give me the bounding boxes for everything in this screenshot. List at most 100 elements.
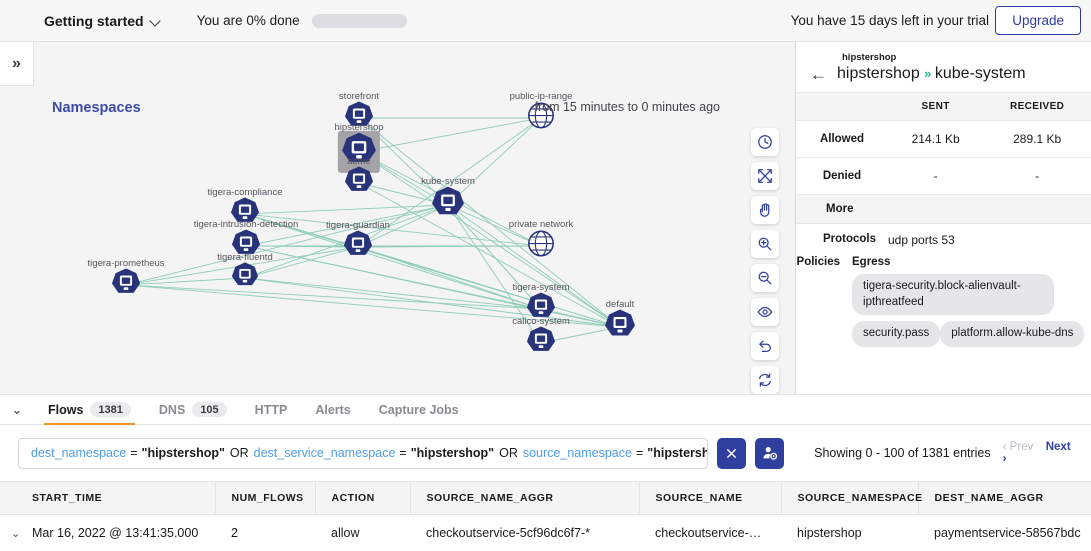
query-token-value: "hipstershop": [141, 446, 225, 460]
flow-direction-icon: »: [924, 66, 931, 81]
back-arrow-icon[interactable]: ←: [810, 64, 827, 84]
graph-node-acme[interactable]: [344, 166, 374, 201]
progress-label: You are 0% done: [196, 13, 300, 28]
graph-node-hipstershop[interactable]: [341, 132, 377, 173]
policies-label: Policies: [796, 256, 841, 268]
graph-node-storefront[interactable]: [344, 101, 374, 136]
top-bar: Getting started You are 0% done You have…: [0, 0, 1091, 42]
row-label-allowed: Allowed: [796, 120, 888, 158]
zoom-out-icon[interactable]: [751, 264, 779, 292]
tab-capture-jobs[interactable]: Capture Jobs: [365, 394, 473, 425]
column-header-start_time[interactable]: START_TIME: [0, 481, 216, 515]
clear-search-button[interactable]: [717, 437, 747, 469]
chevron-down-icon: [151, 16, 161, 26]
query-token-value: "hipstershop": [410, 446, 495, 460]
graph-node-public-ip-range[interactable]: [526, 101, 556, 136]
row-expand-icon[interactable]: ⌄: [11, 528, 21, 540]
graph-node-default[interactable]: [604, 309, 636, 346]
table-header-row: SENT RECEIVED: [796, 92, 1091, 121]
column-header-source_name_aggr[interactable]: SOURCE_NAME_AGGR: [410, 481, 640, 515]
graph-node-tigera-prometheus[interactable]: [111, 268, 141, 303]
table-row: Allowed 214.1 Kb 289.1 Kb: [796, 120, 1091, 158]
tab-label: HTTP: [254, 402, 288, 417]
query-token-or: OR: [499, 446, 518, 460]
clock-icon[interactable]: [751, 128, 779, 156]
expand-icon[interactable]: [751, 162, 779, 190]
graph-title[interactable]: Namespaces: [52, 100, 141, 116]
policy-pill[interactable]: security.pass: [852, 321, 941, 347]
denied-sent: -: [888, 157, 984, 195]
graph-node-private-network[interactable]: [526, 229, 556, 264]
graph-node-tigera-compliance[interactable]: [230, 197, 260, 232]
pan-hand-icon[interactable]: [751, 196, 779, 224]
query-token-field: source_namespace: [522, 446, 632, 460]
results-count: Showing 0 - 100 of 1381 entries: [814, 446, 991, 460]
refresh-icon[interactable]: [751, 366, 779, 394]
trial-status-label: You have 15 days left in your trial: [790, 13, 989, 28]
query-token-value: "hipstershop": [647, 446, 707, 460]
column-header-dest_name_aggr[interactable]: DEST_NAME_AGGR: [918, 481, 1091, 515]
cell-num_flows: 2: [215, 514, 315, 551]
service-graph-pane[interactable]: Namespaces from 15 minutes to 0 minutes …: [0, 42, 796, 394]
tab-label: DNS: [158, 402, 186, 417]
column-header-source_namespace[interactable]: SOURCE_NAMESPACE: [781, 481, 922, 515]
graph-node-calico-system[interactable]: [526, 326, 556, 361]
query-token-field: dest_namespace: [31, 446, 127, 460]
detail-header: hipstershop ← hipstershop » kube-system: [796, 42, 1091, 92]
tab-label: Flows: [48, 402, 84, 417]
traffic-summary-table: SENT RECEIVED Allowed 214.1 Kb 289.1 Kb …: [796, 92, 1091, 224]
upgrade-button[interactable]: Upgrade: [995, 6, 1081, 35]
eye-icon[interactable]: [751, 298, 779, 326]
query-token-or: OR: [229, 446, 249, 460]
col-received: RECEIVED: [983, 92, 1091, 121]
cell-start_time: ⌄Mar 16, 2022 @ 13:41:35.000: [0, 514, 215, 551]
graph-toolbar: [751, 128, 779, 394]
user-settings-icon[interactable]: [755, 437, 785, 469]
cell-source_name: checkoutservice-…: [639, 514, 781, 551]
column-header-num_flows[interactable]: NUM_FLOWS: [215, 481, 316, 515]
policy-pill[interactable]: tigera-security.block-alienvault-ipthrea…: [852, 274, 1055, 316]
column-header-action[interactable]: ACTION: [315, 481, 411, 515]
graph-node-kube-system[interactable]: [431, 186, 465, 225]
column-header-source_name[interactable]: SOURCE_NAME: [639, 481, 782, 515]
graph-node-tigera-system[interactable]: [526, 292, 556, 327]
graph-node-tigera-intrusion-detection[interactable]: [231, 229, 261, 264]
graph-node-tigera-fluentd[interactable]: [231, 262, 259, 295]
next-page-button[interactable]: Next ›: [1002, 441, 1071, 465]
graph-node-tigera-guardian[interactable]: [343, 230, 373, 265]
tab-http[interactable]: HTTP: [241, 394, 302, 425]
more-section-row[interactable]: More: [796, 194, 1091, 224]
table-row: Denied - -: [796, 157, 1091, 195]
graph-time-range: from 15 minutes to 0 minutes ago: [534, 100, 720, 114]
double-chevron-right-icon: »: [12, 54, 21, 72]
double-chevron-down-icon[interactable]: ⌄: [11, 401, 23, 417]
tab-count-badge: 105: [192, 402, 227, 417]
tab-label: Capture Jobs: [378, 402, 459, 417]
policy-pill[interactable]: platform.allow-kube-dns: [940, 321, 1085, 347]
allowed-received: 289.1 Kb: [983, 120, 1091, 158]
undo-icon[interactable]: [751, 332, 779, 360]
main-area: » Namespaces from 15 minutes to 0 minute…: [0, 42, 1091, 394]
tab-alerts[interactable]: Alerts: [301, 394, 364, 425]
allowed-sent: 214.1 Kb: [888, 120, 984, 158]
tab-dns[interactable]: DNS 105: [145, 394, 241, 425]
prev-page-button[interactable]: ‹ Prev: [1002, 441, 1034, 453]
getting-started-menu[interactable]: Getting started: [44, 13, 161, 29]
query-token-eq: =: [635, 446, 644, 460]
protocols-row: Protocols udp ports 53: [796, 224, 1091, 247]
cell-action: allow: [315, 514, 410, 551]
zoom-in-icon[interactable]: [751, 230, 779, 258]
protocols-label: Protocols: [822, 233, 876, 245]
sidebar-expand-button[interactable]: »: [0, 42, 34, 86]
denied-received: -: [983, 157, 1091, 195]
detail-dest: kube-system: [934, 65, 1026, 82]
